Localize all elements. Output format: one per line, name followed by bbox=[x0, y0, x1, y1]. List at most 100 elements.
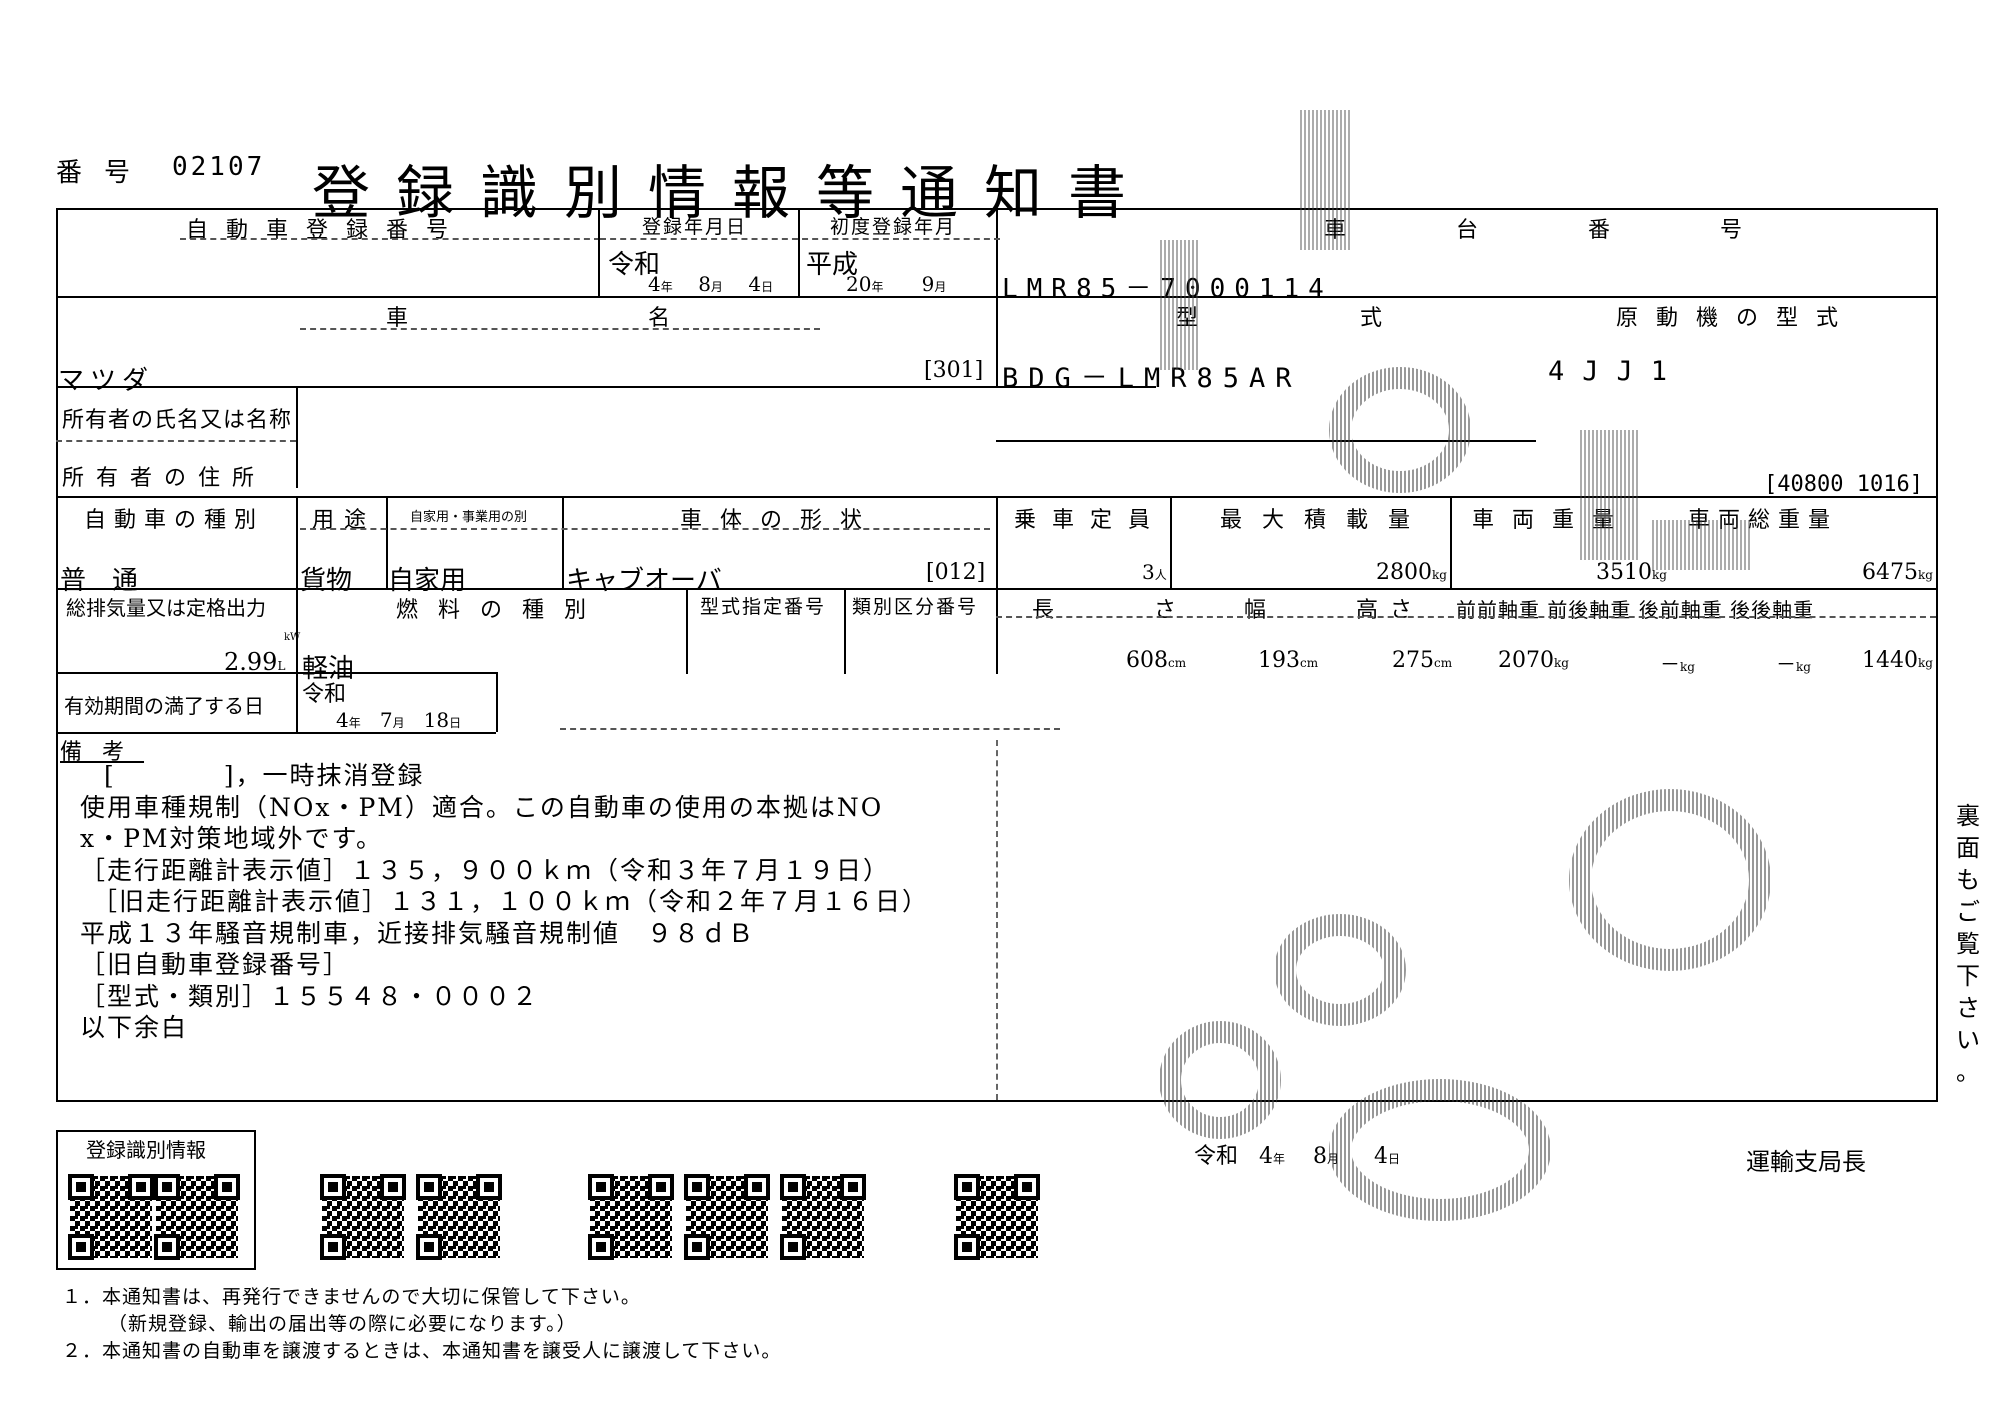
side-note-char: 下 bbox=[1956, 962, 1980, 990]
owner-code: [40800 1016] bbox=[1764, 472, 1923, 497]
footer-notes: １．本通知書は、再発行できませんので大切に保管して下さい。 （新規登録、輸出の届… bbox=[62, 1284, 781, 1365]
reg-date-label: 登録年月日 bbox=[642, 216, 748, 238]
weight-value: 3510kg bbox=[1596, 560, 1667, 585]
expiry-top bbox=[56, 672, 496, 674]
side-note-char: 覧 bbox=[1956, 930, 1980, 958]
body-code: [012] bbox=[926, 560, 986, 585]
axles-label: 前前軸重 前後軸重 後前軸重 後後軸重 bbox=[1456, 598, 1815, 622]
remarks-line: 平成１３年騒音規制車，近接排気騒音規制値 ９８ｄＢ bbox=[80, 918, 756, 948]
reg-date-era: 令和 bbox=[608, 250, 661, 280]
reg-year: 4 bbox=[648, 272, 661, 296]
row-owner-top bbox=[56, 386, 1156, 388]
expiry-date: 4年 7月 18日 bbox=[336, 708, 461, 732]
qr-code-icon bbox=[416, 1174, 502, 1260]
length-number: 608 bbox=[1126, 648, 1168, 673]
divider-body bbox=[562, 496, 564, 588]
footer-date: 令和 4年 8月 4日 bbox=[1194, 1138, 1400, 1170]
gross-number: 6475 bbox=[1862, 560, 1918, 585]
capacity-value: 3人 bbox=[1142, 560, 1167, 584]
owner-divider bbox=[56, 440, 296, 442]
unit: 年 bbox=[1273, 1152, 1286, 1166]
type-no-label: 型式指定番号 bbox=[700, 596, 827, 618]
unit: 月 bbox=[710, 280, 723, 294]
side-note-char: も bbox=[1956, 866, 1980, 894]
rf-axle-number: － bbox=[1776, 652, 1796, 676]
width-number: 193 bbox=[1258, 648, 1300, 673]
qr-code-icon bbox=[954, 1174, 1040, 1260]
frame-bottom bbox=[56, 1100, 1938, 1102]
owner-label-divider bbox=[296, 386, 298, 488]
qr-codes bbox=[68, 1174, 1040, 1260]
unit-cm: cm bbox=[1168, 656, 1187, 670]
kw-unit: kW bbox=[284, 632, 301, 643]
rr-axle-value: 1440kg bbox=[1862, 648, 1933, 673]
unit: 日 bbox=[1387, 1152, 1400, 1166]
unit-kg: kg bbox=[1918, 568, 1933, 582]
rr-axle-number: 1440 bbox=[1862, 648, 1918, 673]
rf-axle-value: －kg bbox=[1776, 648, 1811, 677]
expiry-month: 7 bbox=[379, 708, 393, 732]
divider-weight bbox=[1450, 496, 1452, 588]
length-label: 長さ bbox=[1032, 598, 1277, 623]
capacity-number: 3 bbox=[1142, 560, 1155, 584]
unit-cm: cm bbox=[1300, 656, 1319, 670]
divider-model bbox=[996, 296, 998, 386]
remarks-line: 使用車種規制（NOx・PM）適合。この自動車の使用の本拠はNO bbox=[80, 792, 884, 822]
displacement-label: 総排気量又は定格出力 bbox=[66, 596, 266, 620]
side-note-char: ご bbox=[1956, 898, 1980, 926]
kind-value: 普通 bbox=[60, 566, 165, 596]
remarks-line: ［型式・類別］１５５４８・０００２ bbox=[80, 981, 540, 1011]
divider-length bbox=[996, 588, 998, 674]
footer-year: 4 bbox=[1259, 1144, 1273, 1169]
model-value: BDG－LMR85AR bbox=[1002, 363, 1302, 394]
weight-number: 3510 bbox=[1596, 560, 1652, 585]
gross-value: 6475kg bbox=[1862, 560, 1933, 585]
weight-label: 車両重量 bbox=[1472, 508, 1633, 533]
unit: 月 bbox=[392, 716, 405, 730]
remarks-line: ［旧走行距離計表示値］１３１，１００ｋｍ（令和２年７月１６日） bbox=[92, 887, 930, 916]
remarks-line: ［走行距離計表示値］１３５，９００ｋｍ（令和３年７月１９日） bbox=[80, 855, 891, 885]
expiry-right bbox=[496, 672, 498, 732]
ff-axle-value: 2070kg bbox=[1498, 648, 1569, 673]
divider-capacity bbox=[996, 496, 998, 588]
document-title: 登録識別情報等通知書 bbox=[312, 159, 1153, 227]
capacity-label: 乗車定員 bbox=[1014, 508, 1167, 533]
remarks-top bbox=[56, 732, 496, 734]
divider-class-no bbox=[844, 588, 846, 674]
car-name-label-2: 名 bbox=[648, 306, 681, 331]
qr-code-icon bbox=[68, 1174, 154, 1260]
unit: 年 bbox=[871, 280, 884, 294]
owner-name-label: 所有者の氏名又は名称 bbox=[62, 408, 293, 433]
chassis-label: 車台番号 bbox=[1324, 218, 1853, 243]
reg-month: 8 bbox=[698, 272, 711, 296]
issuer: 運輸支局長 bbox=[1746, 1148, 1866, 1176]
unit-l: L bbox=[277, 659, 286, 673]
first-reg-era: 平成 bbox=[806, 250, 859, 280]
use-value: 貨物 bbox=[300, 566, 353, 596]
footer-note: １．本通知書は、再発行できませんので大切に保管して下さい。 bbox=[62, 1286, 641, 1308]
remarks-line: x・PM対策地域外です。 bbox=[80, 824, 384, 853]
reg-date-value: 4年 8月 4日 bbox=[648, 272, 773, 296]
unit-cm: cm bbox=[1434, 656, 1453, 670]
remarks-line: 以下余白 bbox=[80, 1013, 189, 1042]
unit: 月 bbox=[934, 280, 947, 294]
first-reg-label: 初度登録年月 bbox=[830, 216, 957, 238]
divider-fuel bbox=[296, 588, 298, 674]
height-number: 275 bbox=[1392, 648, 1434, 673]
remarks-block: [ ]，一時抹消登録 使用車種規制（NOx・PM）適合。この自動車の使用の本拠は… bbox=[80, 760, 929, 1044]
kind-label: 自動車の種別 bbox=[84, 508, 265, 533]
expiry-day: 18 bbox=[423, 708, 450, 732]
private-label: 自家用・事業用の別 bbox=[410, 510, 528, 525]
unit-kg: kg bbox=[1652, 568, 1667, 582]
remarks-line: [ ]，一時抹消登録 bbox=[104, 761, 425, 790]
qr-code-icon bbox=[684, 1174, 770, 1260]
ff-axle-number: 2070 bbox=[1498, 648, 1554, 673]
private-value: 自家用 bbox=[388, 566, 467, 596]
document-number: 02107 bbox=[172, 152, 266, 182]
max-load-label: 最大積載量 bbox=[1220, 508, 1431, 533]
footer-era: 令和 bbox=[1194, 1144, 1239, 1169]
unit-kg: kg bbox=[1680, 660, 1695, 674]
watermark-ring bbox=[1569, 789, 1771, 971]
row2-label-underline bbox=[300, 328, 820, 330]
unit-kg: kg bbox=[1918, 656, 1933, 670]
